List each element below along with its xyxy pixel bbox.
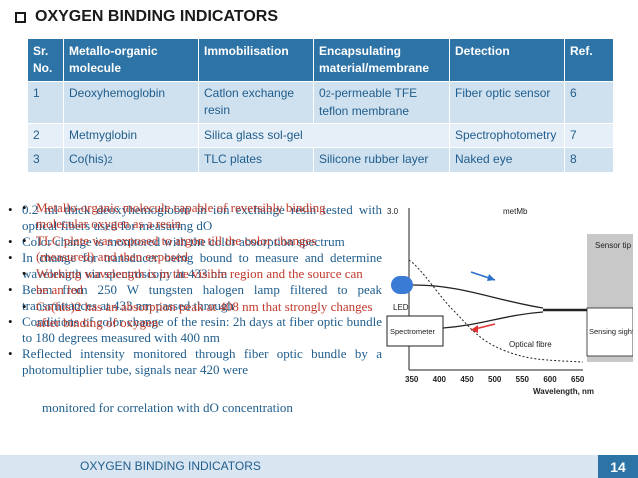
molecule-prefix: Co(his) bbox=[69, 152, 108, 166]
y-axis-top-label: 3.0 bbox=[387, 207, 399, 216]
cell-ref: 6 bbox=[564, 81, 614, 124]
x-tick-label: 550 bbox=[516, 375, 530, 384]
fibre-line bbox=[412, 284, 544, 309]
cell-membrane: Silicone rubber layer bbox=[313, 147, 450, 173]
x-axis-label: Wavelength, nm bbox=[533, 387, 594, 396]
red-arrowhead-icon bbox=[471, 325, 478, 333]
x-tick-label: 450 bbox=[460, 375, 474, 384]
list-item: Metallo-organic molecule capable of reve… bbox=[14, 200, 374, 232]
cell-detection: Fiber optic sensor bbox=[449, 81, 565, 124]
cell-molecule: Deoxyhemoglobin bbox=[63, 81, 199, 124]
slide-footer: OXYGEN BINDING INDICATORS 14 bbox=[0, 455, 638, 478]
list-item: Working wavelength is in the visible reg… bbox=[14, 266, 374, 298]
table-row: 1 Deoxyhemoglobin Catlon exchange resin … bbox=[27, 81, 614, 124]
slide-title-text: OXYGEN BINDING INDICATORS bbox=[35, 8, 278, 25]
cell-molecule: Co(his)2 bbox=[63, 147, 199, 173]
fiber-optic-sensor-figure: 3.0 metMb LED Spectrometer Optical fibre… bbox=[386, 207, 633, 396]
table-header-row: Sr. No. Metallo-organic molecule Immobil… bbox=[27, 38, 614, 82]
x-tick-label: 350 bbox=[405, 375, 419, 384]
header-ref: Ref. bbox=[564, 38, 614, 82]
cell-sr: 1 bbox=[27, 81, 64, 124]
cell-sr: 2 bbox=[27, 123, 64, 148]
monitor-text: monitored for correlation with dO concen… bbox=[42, 400, 293, 415]
cell-detection: Spectrophotometry bbox=[449, 123, 565, 148]
list-item: Co(his)2 has an absorption peak at 408 n… bbox=[14, 299, 374, 331]
header-molecule: Metallo-organic molecule bbox=[63, 38, 199, 82]
header-membrane: Encapsulating material/membrane bbox=[313, 38, 450, 82]
x-tick-label: 500 bbox=[488, 375, 502, 384]
sensing-site-box bbox=[586, 307, 633, 357]
cell-ref: 8 bbox=[564, 147, 614, 173]
cell-detection: Naked eye bbox=[449, 147, 565, 173]
x-tick-label: 650 bbox=[571, 375, 585, 384]
cell-membrane: 02-permeable TFE teflon membrane bbox=[313, 81, 450, 124]
membrane-subscript: 2 bbox=[325, 89, 331, 99]
blue-arrowhead-icon bbox=[487, 274, 495, 281]
absorbance-curve bbox=[408, 259, 584, 363]
sensor-tip-label: Sensor tip bbox=[595, 241, 632, 250]
list-item: Reflected intensity monitored through fi… bbox=[0, 346, 382, 378]
list-item: TLC plate was exposed to argon till the … bbox=[14, 233, 374, 265]
header-immobilisation: Immobilisation bbox=[198, 38, 314, 82]
sensing-sight-label: Sensing sight bbox=[589, 327, 633, 336]
cell-immobilisation: TLC plates bbox=[198, 147, 314, 173]
membrane-prefix: 0 bbox=[319, 86, 326, 100]
membrane-suffix: -permeable TFE teflon membrane bbox=[319, 86, 418, 118]
cell-ref: 7 bbox=[564, 123, 614, 148]
overlapping-text-region: 0.2 ml thick deoxyhemoglobin in ion exch… bbox=[0, 196, 382, 446]
indicators-table: Sr. No. Metallo-organic molecule Immobil… bbox=[27, 38, 614, 173]
cell-sr: 3 bbox=[27, 147, 64, 173]
bullet-list-red: Metallo-organic molecule capable of reve… bbox=[14, 200, 374, 332]
table-row: 3 Co(his)2 TLC plates Silicone rubber la… bbox=[27, 147, 614, 173]
footer-text: OXYGEN BINDING INDICATORS bbox=[80, 459, 261, 473]
led-label: LED bbox=[393, 303, 409, 312]
led-icon bbox=[391, 276, 413, 294]
cell-immobilisation: Silica glass sol-gel bbox=[198, 123, 450, 148]
spectrometer-label: Spectrometer bbox=[390, 327, 436, 336]
molecule-subscript: 2 bbox=[107, 155, 113, 165]
x-tick-label: 400 bbox=[433, 375, 447, 384]
slide-title: OXYGEN BINDING INDICATORS bbox=[15, 8, 278, 26]
cell-molecule: Metmyglobin bbox=[63, 123, 199, 148]
header-sr-no: Sr. No. bbox=[27, 38, 64, 82]
table-row: 2 Metmyglobin Silica glass sol-gel Spect… bbox=[27, 123, 614, 148]
fibre-line bbox=[442, 311, 544, 329]
x-axis-ticks: 350 400 450 500 550 600 650 bbox=[405, 375, 585, 384]
header-detection: Detection bbox=[449, 38, 565, 82]
legend-label: metMb bbox=[503, 207, 528, 216]
page-number: 14 bbox=[598, 455, 638, 478]
spectrometer-box bbox=[386, 315, 444, 347]
x-tick-label: 600 bbox=[543, 375, 557, 384]
cell-immobilisation: Catlon exchange resin bbox=[198, 81, 314, 124]
checkbox-bullet-icon bbox=[15, 11, 26, 23]
optical-fibre-label: Optical fibre bbox=[509, 340, 552, 349]
